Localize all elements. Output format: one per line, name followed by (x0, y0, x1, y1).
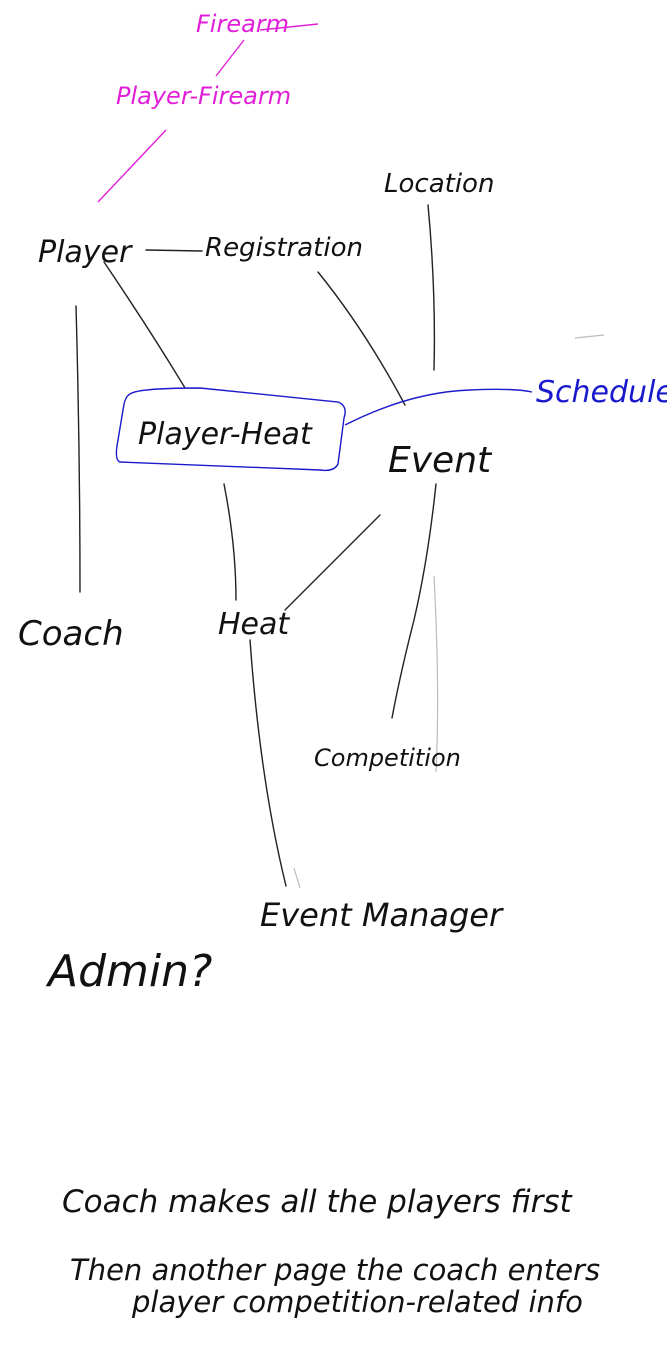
node-event: Event (388, 440, 493, 481)
edge-registration-event (317, 271, 406, 406)
node-player: Player (38, 235, 133, 270)
node-registration: Registration (205, 233, 363, 263)
node-heat: Heat (218, 607, 290, 642)
edge-player-registration (145, 249, 203, 252)
edge-playerheat-scheduler (344, 388, 533, 426)
edge-event-heat (284, 514, 381, 611)
edge-playerfirearm-player (97, 129, 167, 203)
node-admin: Admin? (45, 946, 212, 997)
note-line-2: Then another page the coach enters (70, 1253, 600, 1287)
edge-location-event (427, 204, 436, 371)
node-firearm: Firearm (196, 10, 289, 38)
node-competition: Competition (314, 744, 461, 772)
player-heat-box (115, 387, 346, 472)
edge-event-competition (391, 483, 437, 719)
firearm-underline (259, 23, 319, 31)
node-event-manager: Event Manager (260, 896, 504, 934)
edge-grey-competition (433, 575, 439, 773)
edge-player-playerheat (103, 261, 186, 389)
edge-grey-eventmanager (293, 867, 301, 889)
node-coach: Coach (18, 614, 124, 654)
note-line-1: Coach makes all the players first (62, 1184, 574, 1220)
node-location: Location (384, 169, 494, 199)
node-player-firearm: Player-Firearm (116, 82, 291, 110)
edge-playerheat-heat (223, 483, 237, 601)
note-line-3: player competition-related info (131, 1285, 583, 1319)
edge-heat-eventmanager (249, 639, 287, 887)
node-scheduler: Scheduler (536, 375, 667, 410)
edge-player-coach (75, 305, 81, 593)
edge-firearm-playerfirearm (215, 39, 245, 77)
node-player-heat: Player-Heat (138, 417, 313, 452)
stray-mark (574, 334, 605, 339)
